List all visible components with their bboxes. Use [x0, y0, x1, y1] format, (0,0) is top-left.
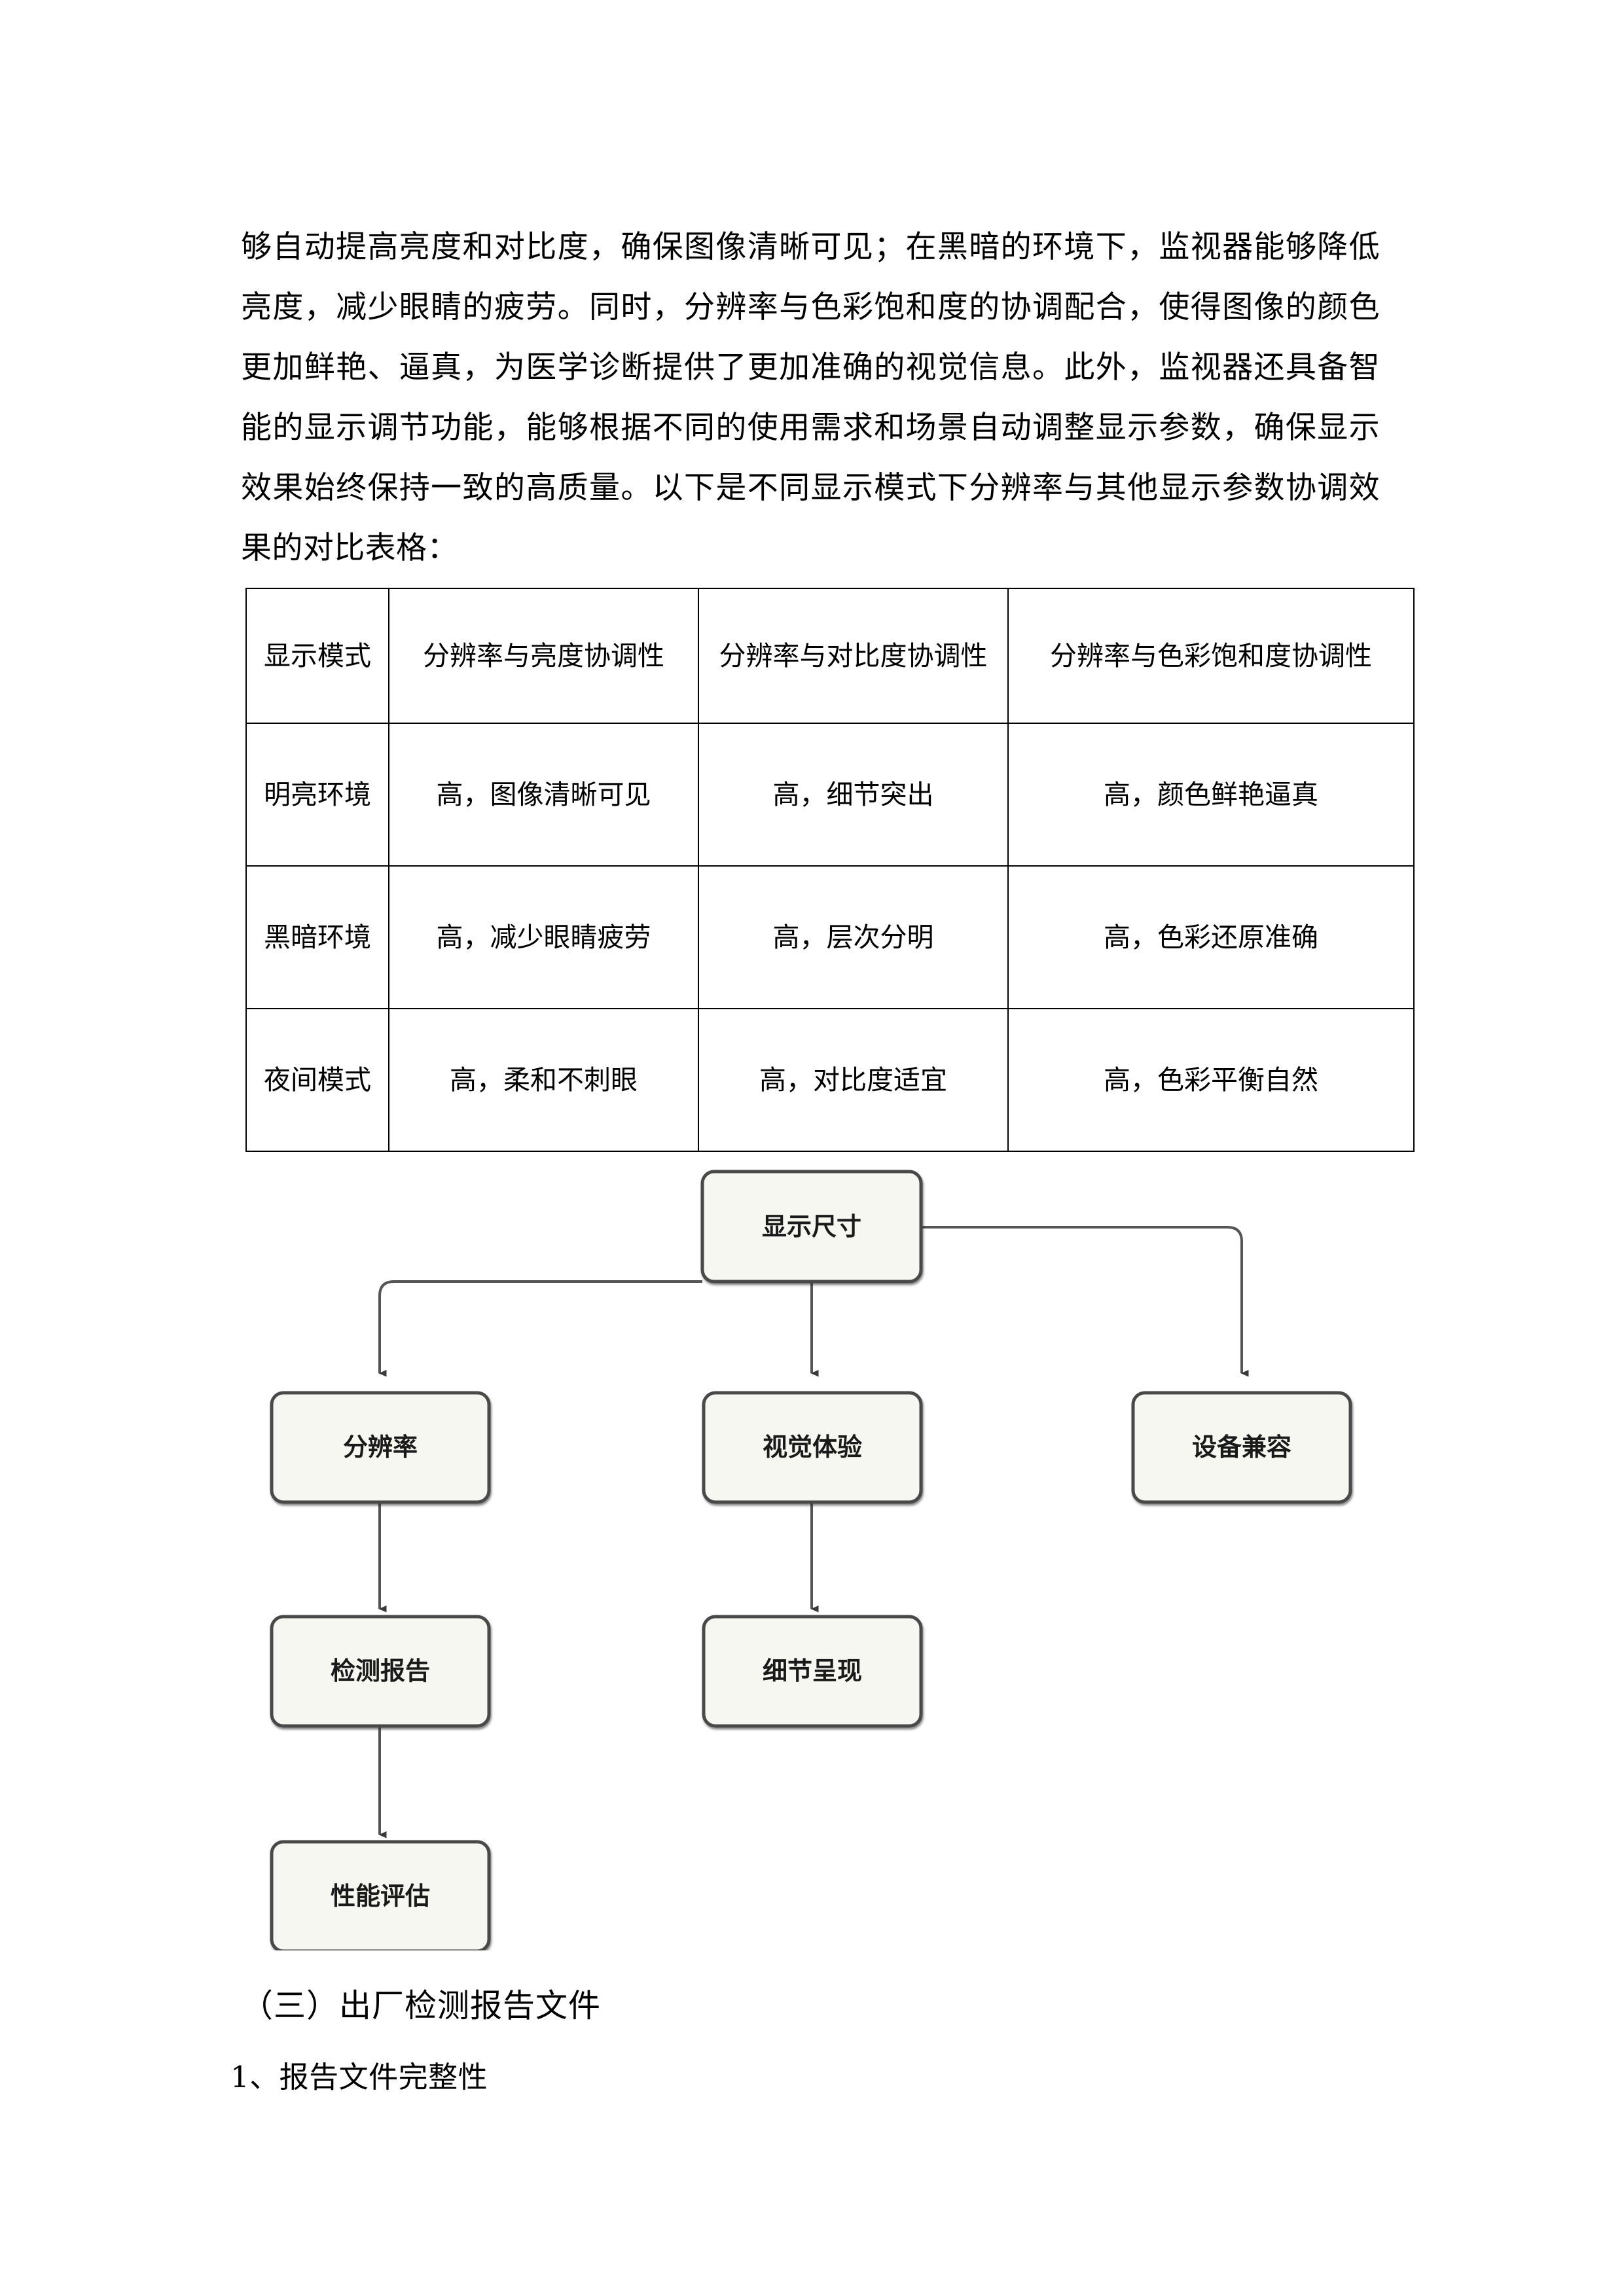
table-header-row: 显示模式 分辨率与亮度协调性 分辨率与对比度协调性 分辨率与色彩饱和度协调性: [245, 588, 1415, 724]
cell-brightness: 高，柔和不刺眼: [388, 1008, 699, 1152]
flow-node-device-box: [1131, 1391, 1352, 1504]
table-row: 明亮环境 高，图像清晰可见 高，细节突出 高，颜色鲜艳逼真: [245, 723, 1415, 867]
flow-node-evaluation[interactable]: 性能评估: [270, 1840, 491, 1950]
table-row: 黑暗环境 高，减少眼睛疲劳 高，层次分明 高，色彩还原准确: [245, 865, 1415, 1009]
flow-node-device-label: 设备兼容: [1192, 1433, 1291, 1462]
column-header-contrast: 分辨率与对比度协调性: [698, 588, 1009, 724]
flow-node-detail-label: 细节呈现: [763, 1657, 862, 1685]
flow-node-resolution[interactable]: 分辨率: [270, 1391, 491, 1504]
flow-node-root-label: 显示尺寸: [762, 1212, 861, 1241]
flow-node-report-box: [270, 1615, 491, 1728]
cell-mode: 明亮环境: [245, 723, 389, 867]
column-header-mode: 显示模式: [245, 588, 389, 724]
section-heading: （三）出厂检测报告文件: [241, 1987, 602, 2024]
flow-node-resolution-label: 分辨率: [343, 1433, 418, 1462]
flow-node-root[interactable]: 显示尺寸: [700, 1170, 923, 1283]
cell-brightness: 高，减少眼睛疲劳: [388, 865, 699, 1009]
cell-mode: 夜间模式: [245, 1008, 389, 1152]
comparison-table: 显示模式 分辨率与亮度协调性 分辨率与对比度协调性 分辨率与色彩饱和度协调性 明…: [245, 588, 1415, 1152]
body-paragraph: 够自动提高亮度和对比度，确保图像清晰可见；在黑暗的环境下，监视器能够降低亮度，减…: [241, 229, 1380, 566]
sub-heading: 1、报告文件完整性: [230, 2060, 488, 2094]
flow-node-detail-box: [702, 1615, 923, 1728]
flow-node-visual-box: [702, 1391, 923, 1504]
flow-node-visual-label: 视觉体验: [763, 1433, 862, 1462]
cell-saturation: 高，颜色鲜艳逼真: [1007, 723, 1415, 867]
cell-saturation: 高，色彩还原准确: [1007, 865, 1415, 1009]
edge-root-to-resolution: [378, 1280, 702, 1377]
flow-node-evaluation-label: 性能评估: [331, 1882, 430, 1910]
flow-node-visual[interactable]: 视觉体验: [702, 1391, 923, 1504]
cell-brightness: 高，图像清晰可见: [388, 723, 699, 867]
edge-root-to-device: [921, 1226, 1249, 1377]
cell-mode: 黑暗环境: [245, 865, 389, 1009]
flowchart: 显示尺寸 分辨率 视觉体验 设备兼容: [249, 1165, 1388, 1950]
table-row: 夜间模式 高，柔和不刺眼 高，对比度适宜 高，色彩平衡自然: [245, 1008, 1415, 1152]
flowchart-edges: [378, 1226, 1249, 1839]
column-header-saturation: 分辨率与色彩饱和度协调性: [1007, 588, 1415, 724]
cell-contrast: 高，层次分明: [698, 865, 1009, 1009]
flow-node-evaluation-box: [270, 1840, 491, 1950]
flow-node-root-box: [700, 1170, 923, 1283]
cell-contrast: 高，对比度适宜: [698, 1008, 1009, 1152]
flowchart-svg: 显示尺寸 分辨率 视觉体验 设备兼容: [270, 1170, 1352, 1950]
column-header-brightness: 分辨率与亮度协调性: [388, 588, 699, 724]
flow-node-device[interactable]: 设备兼容: [1131, 1391, 1352, 1504]
flow-node-resolution-box: [270, 1391, 491, 1504]
cell-contrast: 高，细节突出: [698, 723, 1009, 867]
flow-node-detail[interactable]: 细节呈现: [702, 1615, 923, 1728]
flow-node-report-label: 检测报告: [331, 1657, 430, 1685]
flowchart-nodes: 显示尺寸 分辨率 视觉体验 设备兼容: [270, 1170, 1352, 1950]
cell-saturation: 高，色彩平衡自然: [1007, 1008, 1415, 1152]
flow-node-report[interactable]: 检测报告: [270, 1615, 491, 1728]
